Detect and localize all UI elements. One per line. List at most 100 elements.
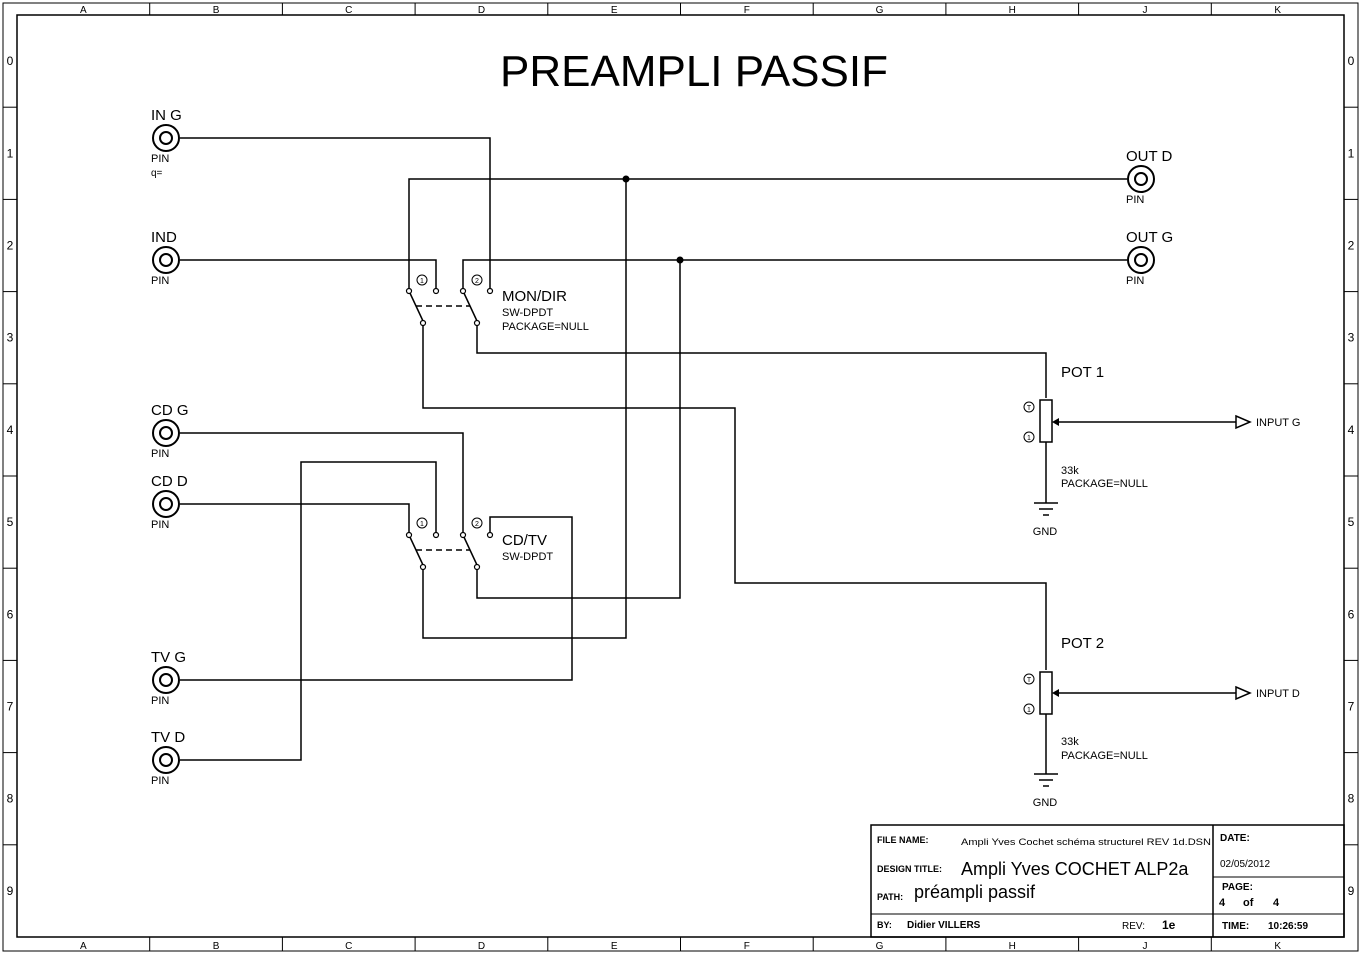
pot-value: 33k xyxy=(1061,736,1079,748)
zone-column-label: B xyxy=(213,941,220,952)
zone-column-label: G xyxy=(876,5,884,16)
page-title: PREAMPLI PASSIF xyxy=(500,47,888,96)
connector-type: PIN xyxy=(1126,194,1144,206)
zone-row-label: 2 xyxy=(7,239,14,253)
connector-type: PIN xyxy=(1126,275,1144,287)
pot-package: PACKAGE=NULL xyxy=(1061,750,1148,762)
title-block: FILE NAME: Ampli Yves Cochet schéma stru… xyxy=(870,824,1345,938)
junctions xyxy=(622,175,684,264)
pin-t-marker-icon xyxy=(1023,673,1035,685)
zone-row-label: 4 xyxy=(1348,423,1355,437)
zone-column-label: A xyxy=(80,941,87,952)
svg-text:1: 1 xyxy=(420,521,424,528)
connector-label: CD G xyxy=(151,402,189,419)
connector-label: TV D xyxy=(151,729,185,746)
wire-in-d xyxy=(180,259,437,288)
connector-label: OUT D xyxy=(1126,148,1173,165)
zone-row-label: 2 xyxy=(1348,239,1355,253)
connector-extra: q= xyxy=(151,168,163,179)
svg-text:2: 2 xyxy=(475,278,479,285)
zone-row-label: 4 xyxy=(7,423,14,437)
output-port-label: INPUT G xyxy=(1256,417,1300,429)
junction-dot xyxy=(676,256,684,264)
author: Didier VILLERS xyxy=(907,920,981,931)
svg-text:PATH:: PATH: xyxy=(877,892,903,902)
zone-row-label: 7 xyxy=(1348,700,1355,714)
pin-2-marker-icon xyxy=(471,274,483,286)
zone-column-label: J xyxy=(1142,941,1147,952)
svg-text:1: 1 xyxy=(1027,435,1031,442)
connector-label: CD D xyxy=(151,473,188,490)
wire-cd-d xyxy=(180,503,410,532)
pot-name: POT 1 xyxy=(1061,364,1104,381)
gnd-label: GND xyxy=(1033,797,1058,809)
wire-in-g xyxy=(180,137,491,288)
zone-column-label: C xyxy=(345,941,352,952)
jack-icon xyxy=(152,490,180,518)
zone-row-label: 9 xyxy=(7,884,14,898)
zone-column-label: E xyxy=(611,941,618,952)
zone-row-label: 9 xyxy=(1348,884,1355,898)
svg-text:DESIGN TITLE:: DESIGN TITLE: xyxy=(877,864,942,874)
zone-column-label: K xyxy=(1274,941,1281,952)
svg-text:DATE:: DATE: xyxy=(1220,833,1250,844)
zone-column-label: B xyxy=(213,5,220,16)
zone-column-label: G xyxy=(876,941,884,952)
connector-out-g: OUT G PIN xyxy=(1126,229,1173,287)
revision: 1e xyxy=(1162,918,1176,932)
jack-icon xyxy=(152,419,180,447)
output-port-label: INPUT D xyxy=(1256,688,1300,700)
wire-tv-g xyxy=(180,516,573,681)
svg-text:1: 1 xyxy=(1027,707,1031,714)
svg-text:REV:: REV: xyxy=(1122,921,1145,932)
jack-icon xyxy=(152,666,180,694)
zone-row-label: 7 xyxy=(7,700,14,714)
switch-part: SW-DPDT xyxy=(502,307,553,319)
zone-column-label: A xyxy=(80,5,87,16)
zone-row-label: 5 xyxy=(7,515,14,529)
svg-text:2: 2 xyxy=(475,521,479,528)
pot-2: T 1 POT 2 33k PACKAGE=NULL GND INPUT D xyxy=(1023,635,1300,809)
pin-2-marker-icon xyxy=(471,517,483,529)
wire-out-g-return xyxy=(476,260,681,599)
svg-text:FILE NAME:: FILE NAME: xyxy=(877,835,929,845)
zone-column-label: E xyxy=(611,5,618,16)
connector-out-d: OUT D PIN xyxy=(1126,148,1173,206)
zone-column-label: H xyxy=(1009,941,1016,952)
zone-column-label: K xyxy=(1274,5,1281,16)
wires xyxy=(180,137,1236,774)
junction-dot xyxy=(622,175,630,183)
design-title: Ampli Yves COCHET ALP2a xyxy=(961,859,1189,879)
output-port-icon xyxy=(1235,685,1252,701)
switch-name: MON/DIR xyxy=(502,288,567,305)
page-number: 4 xyxy=(1219,897,1226,909)
connector-type: PIN xyxy=(151,153,169,165)
zone-row-label: 0 xyxy=(1348,54,1355,68)
wire-pot1-top xyxy=(476,324,1047,398)
zone-row-label: 5 xyxy=(1348,515,1355,529)
zone-column-label: J xyxy=(1142,5,1147,16)
pin-1-marker-icon xyxy=(1023,431,1035,443)
pot-value: 33k xyxy=(1061,465,1079,477)
pin-1-marker-icon xyxy=(1023,703,1035,715)
page-count: 4 xyxy=(1273,897,1280,909)
svg-text:PAGE:: PAGE: xyxy=(1222,882,1253,893)
connector-label: OUT G xyxy=(1126,229,1173,246)
svg-text:T: T xyxy=(1027,677,1032,684)
jack-icon xyxy=(1127,165,1155,193)
zone-row-label: 6 xyxy=(7,607,14,621)
jack-icon xyxy=(1127,246,1155,274)
pin-1-marker-icon xyxy=(416,517,428,529)
pot-package: PACKAGE=NULL xyxy=(1061,478,1148,490)
zone-column-label: H xyxy=(1009,5,1016,16)
zone-column-label: D xyxy=(478,941,485,952)
svg-text:T: T xyxy=(1027,405,1032,412)
wire-tv-d xyxy=(180,461,437,761)
zone-row-label: 3 xyxy=(7,331,14,345)
